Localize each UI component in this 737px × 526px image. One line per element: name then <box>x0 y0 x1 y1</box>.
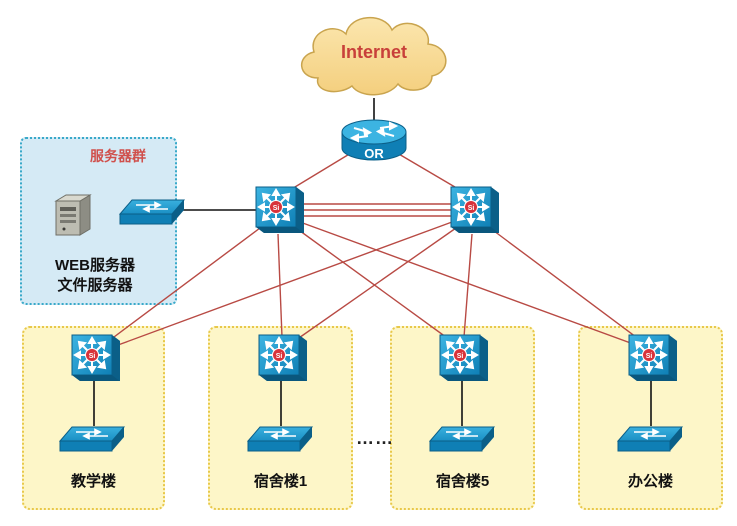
access-switch-dorm1-icon <box>247 426 313 452</box>
distribution-switch-teaching-icon <box>71 334 121 382</box>
server-switch-icon <box>119 199 185 225</box>
black-links <box>93 98 652 426</box>
building-label-dorm5: 宿舍楼5 <box>435 473 490 490</box>
server-icon <box>54 194 92 236</box>
internet-cloud-icon <box>301 16 447 96</box>
internet-label: Internet <box>340 42 407 62</box>
core-switch-right-icon <box>450 186 500 234</box>
server-label-web: WEB服务器 <box>55 257 135 274</box>
distribution-switch-dorm5-icon <box>439 334 489 382</box>
access-switch-dorm5-icon <box>429 426 495 452</box>
server-group-title: 服务器群 <box>90 148 146 164</box>
router-label: OR <box>364 146 384 161</box>
access-switch-office-icon <box>617 426 683 452</box>
router-icon <box>341 119 407 161</box>
core-switch-left-icon <box>255 186 305 234</box>
building-label-dorm1: 宿舍楼1 <box>253 473 308 490</box>
distribution-switch-office-icon <box>628 334 678 382</box>
access-switch-teaching-icon <box>59 426 125 452</box>
building-label-teaching: 教学楼 <box>70 473 116 490</box>
red-links <box>109 149 641 346</box>
server-label-file: 文件服务器 <box>57 277 133 294</box>
building-label-office: 办公楼 <box>627 473 673 490</box>
distribution-switch-dorm1-icon <box>258 334 308 382</box>
ellipsis-marker: …… <box>356 428 394 448</box>
